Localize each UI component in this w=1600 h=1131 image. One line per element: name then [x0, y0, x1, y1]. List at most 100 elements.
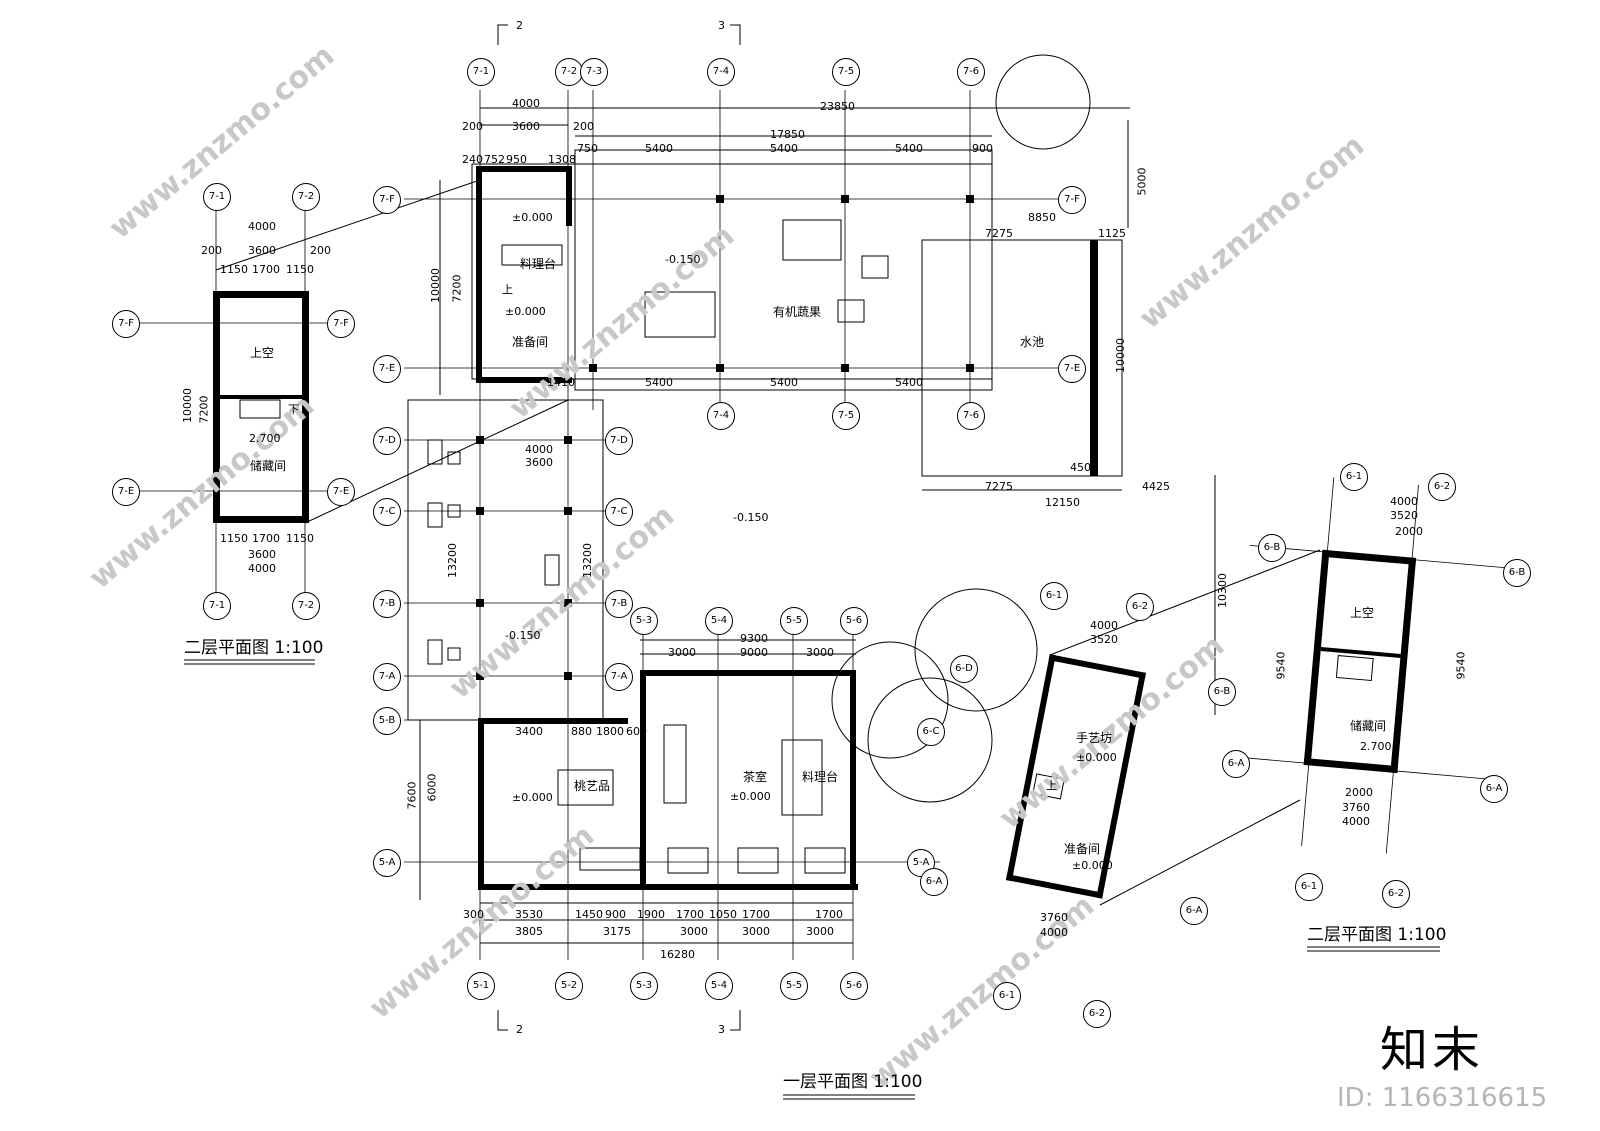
axis-bubble: 6-B — [1503, 559, 1531, 587]
dim-text: 1700 — [252, 263, 280, 276]
axis-bubble: 6-2 — [1428, 473, 1456, 501]
dim-text: 200 — [310, 244, 331, 257]
dim-text: 1308 — [548, 153, 576, 166]
dim-text: 10000 — [1114, 338, 1127, 373]
dim-text: 3600 — [248, 244, 276, 257]
section-mark-3-bottom: 3 — [718, 1023, 725, 1036]
dim-text: 300 — [463, 908, 484, 921]
svg-text:www.znzmo.com: www.znzmo.com — [503, 218, 741, 426]
dim-text: 1150 — [286, 263, 314, 276]
dim-text: 4000 — [525, 443, 553, 456]
axis-bubble: 7-2 — [292, 592, 320, 620]
room-void-right: 上空 — [1350, 606, 1375, 620]
axis-bubble: 7-F — [327, 310, 355, 338]
dim-text: 3000 — [806, 925, 834, 938]
second-floor-left — [140, 179, 569, 600]
dim-text: 5400 — [770, 142, 798, 155]
dim-text: 1410 — [547, 376, 575, 389]
dim-text: 5400 — [645, 376, 673, 389]
axis-bubble: 7-1 — [467, 58, 495, 86]
dim-text: 450 — [1070, 461, 1091, 474]
dim-text: 1150 — [286, 532, 314, 545]
section-mark-2-bottom: 2 — [516, 1023, 523, 1036]
dim-text: 13200 — [446, 543, 459, 578]
id-watermark: ID: 1166316615 — [1337, 1083, 1548, 1113]
axis-bubble: 7-4 — [707, 402, 735, 430]
dim-text: 10000 — [181, 388, 194, 423]
dim-text: 880 — [571, 725, 592, 738]
room-void-left: 上空 — [250, 346, 275, 360]
axis-bubble: 5-6 — [840, 972, 868, 1000]
axis-bubble: 7-E — [1058, 355, 1086, 383]
room-cook-tea: 料理台 — [802, 770, 839, 784]
axis-bubble: 7-3 — [580, 58, 608, 86]
axis-bubble: 5-A — [373, 849, 401, 877]
level-mark: 2.700 — [249, 432, 281, 445]
level-mark: -0.150 — [505, 629, 541, 642]
dim-text: 10000 — [429, 268, 442, 303]
stair-down-left: 下 — [288, 403, 299, 416]
dim-text: 900 — [972, 142, 993, 155]
ground-floor-title: 一层平面图 1:100 — [783, 1072, 923, 1092]
axis-bubble: 7-D — [605, 427, 633, 455]
axis-bubble: 7-F — [112, 310, 140, 338]
axis-bubble: 7-A — [605, 663, 633, 691]
axis-bubble: 6-A — [1480, 775, 1508, 803]
dim-text: 4425 — [1142, 480, 1170, 493]
room-veg-shelf: 有机蔬果 — [773, 305, 822, 319]
dim-text: 1150 — [220, 532, 248, 545]
dim-text: 3805 — [515, 925, 543, 938]
dim-text: 3000 — [806, 646, 834, 659]
dim-text: 4000 — [1342, 815, 1370, 828]
room-handcraft: 手艺坊 — [1076, 731, 1113, 745]
room-crafts: 桃艺品 — [574, 779, 611, 793]
axis-bubble: 6-2 — [1382, 880, 1410, 908]
axis-bubble: 7-5 — [832, 58, 860, 86]
second-floor-right — [1231, 477, 1509, 854]
dim-text: 7200 — [197, 395, 211, 424]
second-floor-right-title: 二层平面图 1:100 — [1307, 925, 1447, 945]
axis-bubble: 6-A — [1180, 897, 1208, 925]
axis-bubble: 6-1 — [993, 982, 1021, 1010]
room-storage-right: 储藏间 — [1350, 719, 1387, 733]
dim-text: 1700 — [252, 532, 280, 545]
axis-bubble: 7-D — [373, 427, 401, 455]
axis-bubble: 5-6 — [840, 607, 868, 635]
axis-bubble: 7-F — [373, 186, 401, 214]
axis-bubble: 5-4 — [705, 607, 733, 635]
dim-text: 12150 — [1045, 496, 1080, 509]
axis-bubble: 6-1 — [1295, 873, 1323, 901]
dim-text: 10300 — [1216, 573, 1229, 608]
axis-bubble: 6-B — [1208, 678, 1236, 706]
axis-bubble: 6-A — [920, 868, 948, 896]
dim-text: 13200 — [581, 543, 594, 578]
dim-text: 200 — [462, 120, 483, 133]
axis-bubble: 6-B — [1258, 534, 1286, 562]
dim-text: 5400 — [895, 142, 923, 155]
axis-bubble: 7-5 — [832, 402, 860, 430]
dim-text: 7275 — [985, 227, 1013, 240]
dim-text: 3600 — [525, 456, 553, 469]
level-mark: ±0.000 — [505, 305, 546, 318]
dim-text: 950 — [506, 153, 527, 166]
section-mark-3: 3 — [718, 19, 725, 32]
dim-text: 3175 — [603, 925, 631, 938]
dim-text: 7200 — [450, 274, 464, 303]
dim-text: 9300 — [740, 632, 768, 645]
stair-up-right: 上 — [1046, 779, 1057, 792]
dim-text: 1700 — [676, 908, 704, 921]
axis-bubble: 7-E — [327, 478, 355, 506]
dim-text: 9540 — [1454, 651, 1468, 680]
dim-text: 17850 — [770, 128, 805, 141]
dim-text: 4000 — [248, 220, 276, 233]
axis-bubble: 7-6 — [957, 58, 985, 86]
axis-bubble: 5-5 — [780, 607, 808, 635]
dim-text: 1700 — [742, 908, 770, 921]
axis-bubble: 5-3 — [630, 972, 658, 1000]
axis-bubble: 7-B — [605, 590, 633, 618]
dim-text: 3000 — [742, 925, 770, 938]
axis-bubble: 6-D — [950, 655, 978, 683]
room-pool: 水池 — [1020, 335, 1045, 349]
dim-text: 1050 — [709, 908, 737, 921]
